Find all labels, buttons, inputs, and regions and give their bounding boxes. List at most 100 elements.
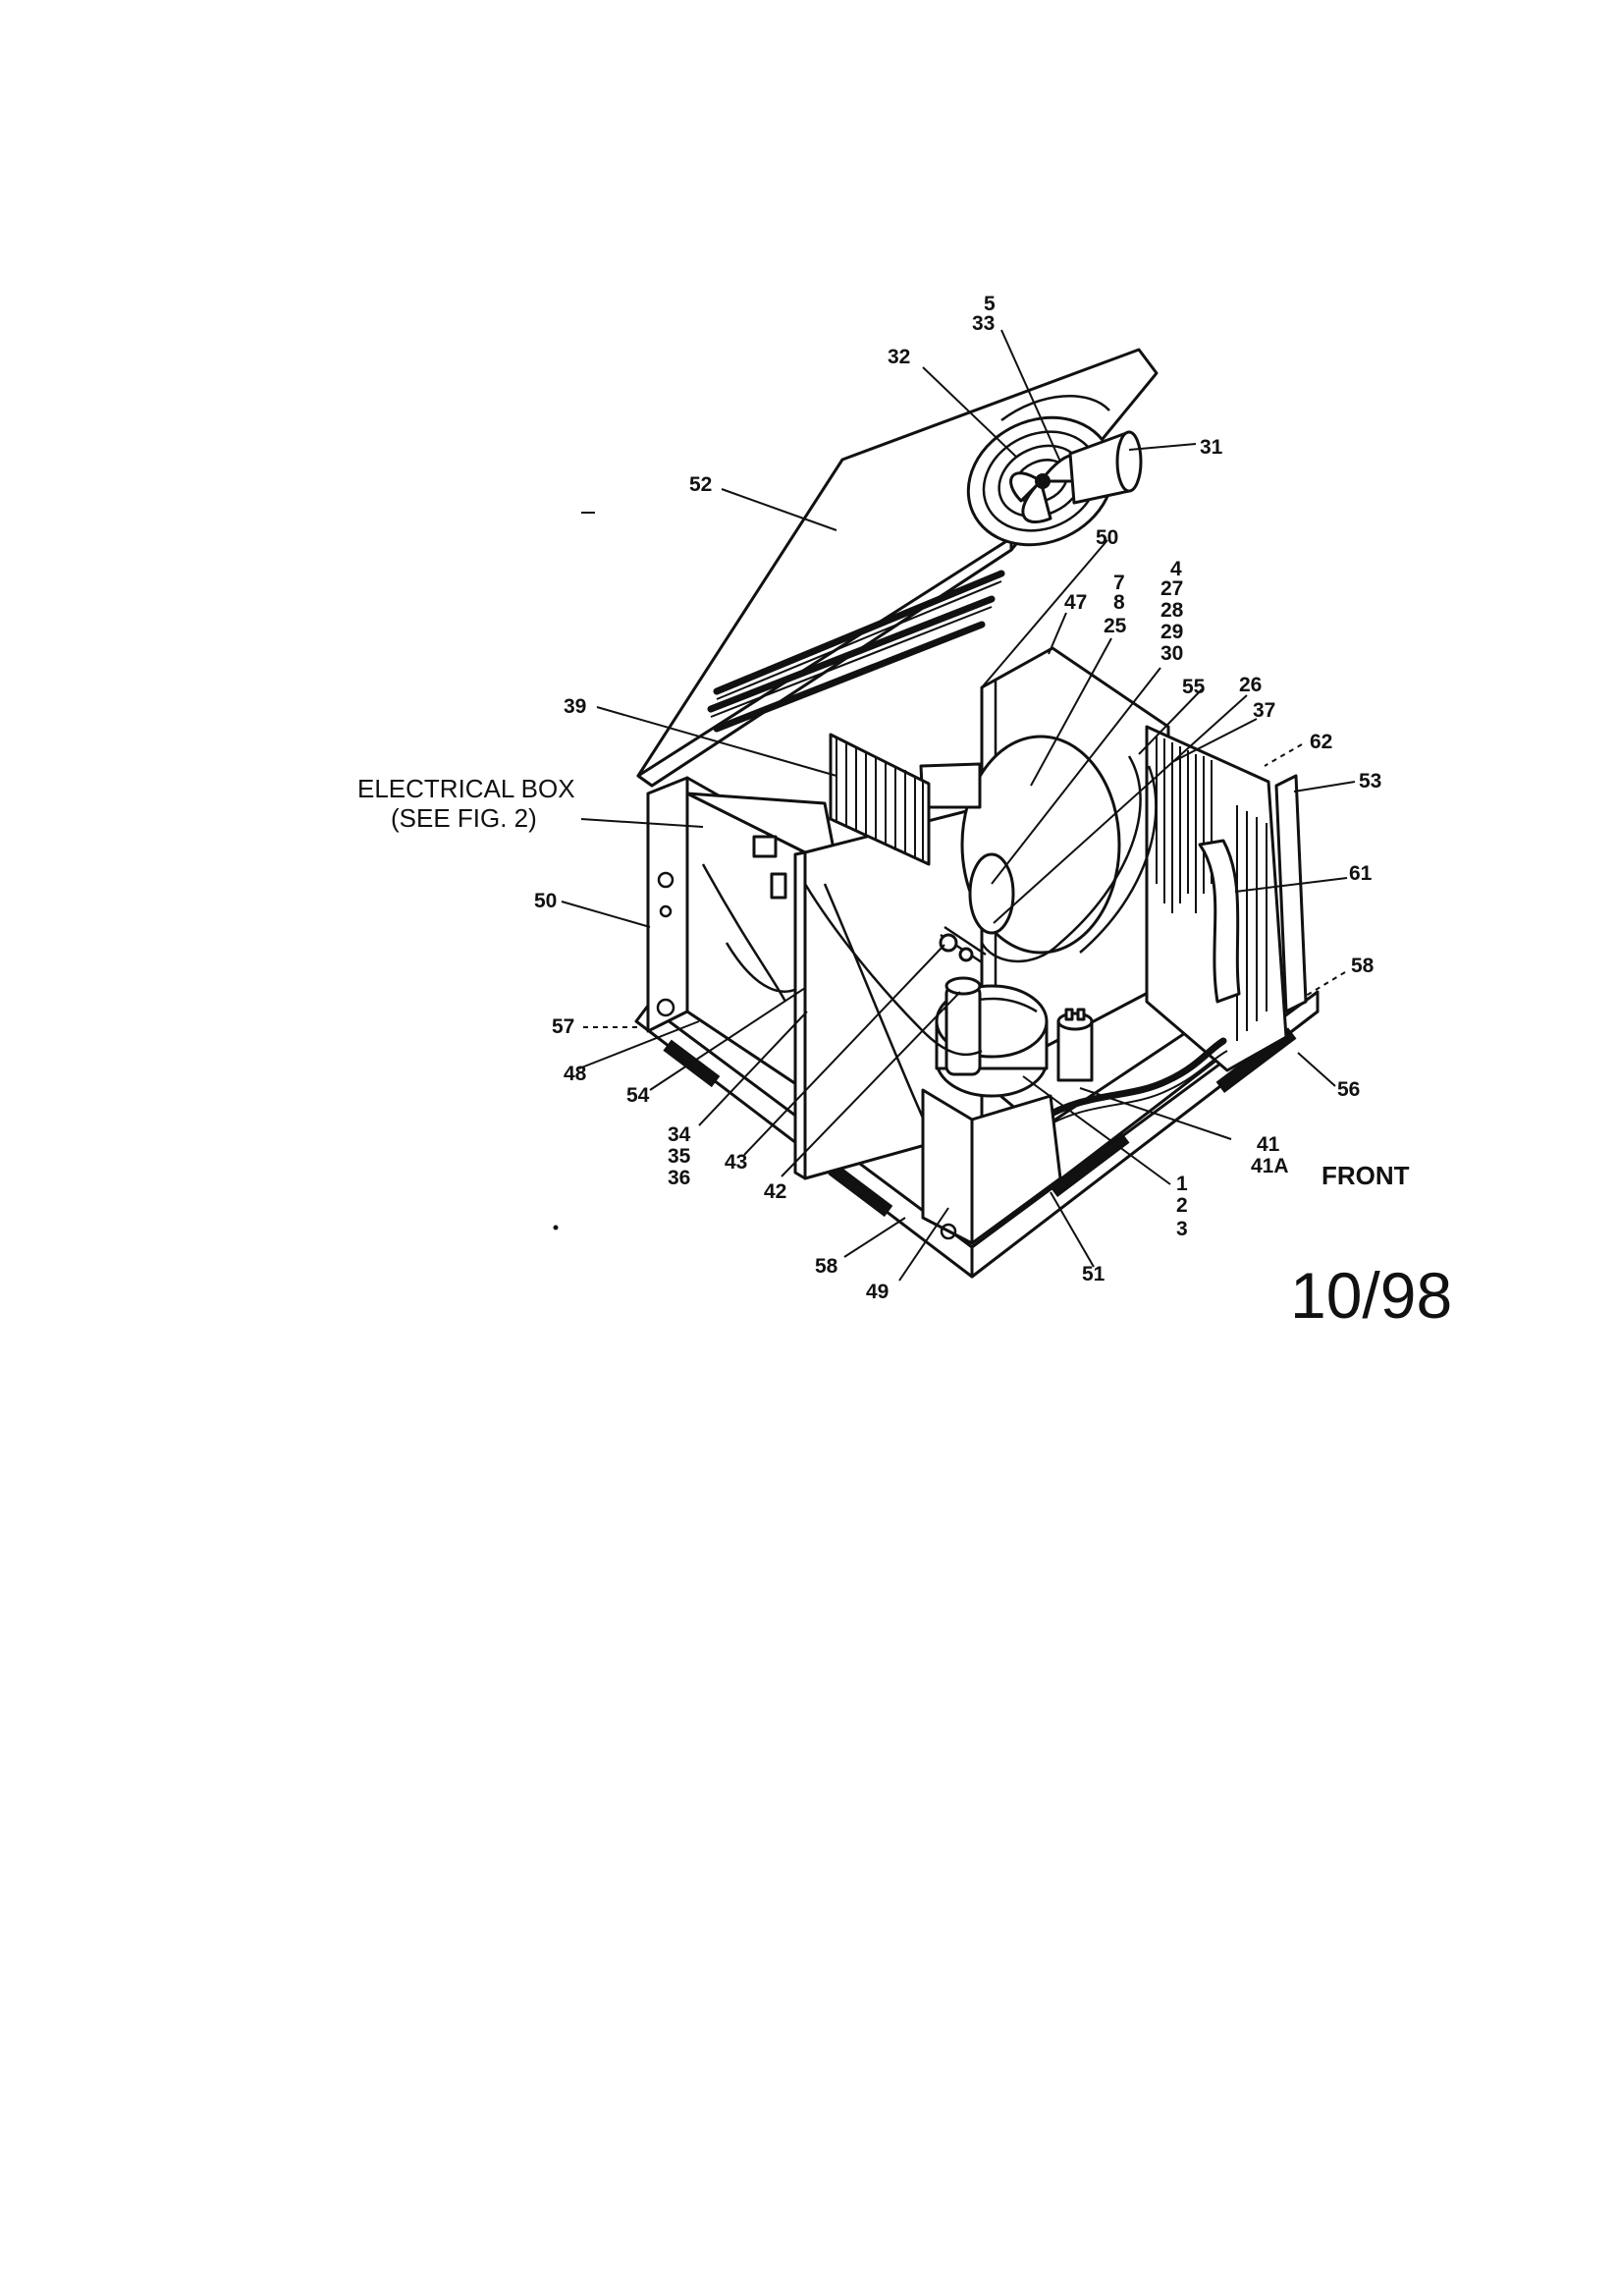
- callout-56: 56: [1337, 1078, 1360, 1101]
- leader-line: [1022, 1075, 1171, 1185]
- fan-blade: [1009, 471, 1043, 503]
- panel-hole: [940, 1223, 957, 1240]
- leader-line: [1050, 1191, 1095, 1268]
- callout-35: 35: [668, 1145, 691, 1168]
- accumulator-top: [944, 976, 982, 996]
- leader-line: [993, 694, 1248, 924]
- fan-motor-hub: [968, 852, 1015, 935]
- callout-58-right: 58: [1351, 955, 1375, 977]
- electrical-box-label: ELECTRICAL BOX: [357, 774, 575, 803]
- callout-labels: 5 33 32 31 52 50 4 7 27 47 8 28 25 29 30…: [357, 293, 1452, 1332]
- leader-line: [1030, 637, 1112, 787]
- callout-54: 54: [626, 1084, 650, 1107]
- callout-52: 52: [689, 473, 712, 496]
- leader-line: [743, 944, 945, 1156]
- unit-artwork: [634, 348, 1320, 1279]
- callout-28: 28: [1160, 599, 1184, 622]
- callout-42: 42: [764, 1180, 786, 1203]
- leader-line-dashed: [1264, 743, 1303, 767]
- leader-line: [843, 1217, 906, 1258]
- callout-47: 47: [1064, 591, 1087, 614]
- leader-line: [578, 1020, 700, 1069]
- callout-50-left: 50: [534, 890, 557, 912]
- leader-line: [1079, 1087, 1232, 1140]
- callout-39: 39: [564, 695, 586, 718]
- left-side-panel: [646, 776, 689, 1033]
- callout-57: 57: [552, 1015, 574, 1038]
- partition-edge: [793, 850, 807, 1180]
- callout-5: 5: [984, 293, 996, 315]
- callout-30: 30: [1160, 642, 1183, 665]
- cover-grille-slot: [707, 595, 996, 713]
- callout-2: 2: [1176, 1194, 1188, 1217]
- revision-date: 10/98: [1290, 1259, 1452, 1332]
- discharge-tubing: [1037, 1037, 1227, 1123]
- callout-41a: 41A: [1251, 1155, 1289, 1177]
- callout-7: 7: [1113, 572, 1125, 594]
- callout-43: 43: [725, 1151, 747, 1174]
- leader-lines: [561, 329, 1356, 1282]
- callout-27: 27: [1160, 577, 1183, 600]
- leader-line: [1171, 718, 1258, 763]
- leader-line: [1138, 688, 1203, 755]
- accumulator: [944, 984, 982, 1076]
- capacitor-top: [1056, 1011, 1094, 1031]
- fan-hub: [1035, 473, 1051, 489]
- cover-grille-slot: [713, 621, 986, 733]
- leader-line: [698, 1011, 808, 1126]
- evaporator-coil-fins: [1156, 737, 1267, 1041]
- wiring-loop: [803, 883, 983, 1057]
- callout-25: 25: [1104, 615, 1127, 637]
- leader-line: [981, 539, 1108, 688]
- leader-line: [781, 991, 961, 1177]
- discharge-tubing-edge: [1040, 1050, 1228, 1130]
- leader-line: [991, 667, 1161, 885]
- callout-55: 55: [1182, 676, 1206, 698]
- leader-line: [1293, 781, 1356, 793]
- callout-31: 31: [1200, 436, 1223, 459]
- leader-line: [561, 901, 651, 928]
- callout-48: 48: [564, 1063, 587, 1085]
- leader-line: [898, 1207, 949, 1282]
- leader-line: [1297, 1052, 1336, 1087]
- front-corner-panel-right: [970, 1094, 1062, 1245]
- front-label: FRONT: [1321, 1161, 1410, 1190]
- leader-line: [1000, 329, 1061, 463]
- capacitor-terminal: [1076, 1008, 1086, 1021]
- base-slot-front: [1049, 1131, 1130, 1197]
- fan-motor-end: [1115, 430, 1143, 493]
- leader-line: [649, 987, 806, 1091]
- panel-hole: [656, 998, 675, 1017]
- callout-4: 4: [1170, 558, 1182, 580]
- callout-29: 29: [1160, 621, 1183, 643]
- callout-8: 8: [1113, 591, 1125, 614]
- callout-34: 34: [668, 1123, 691, 1146]
- callout-3: 3: [1176, 1218, 1188, 1240]
- right-end-panel: [1274, 774, 1308, 1013]
- electrical-box-reference: (SEE FIG. 2): [391, 803, 537, 833]
- box-wire: [701, 863, 787, 1003]
- callout-62: 62: [1310, 731, 1332, 753]
- callout-41: 41: [1257, 1133, 1280, 1156]
- panel-hole: [659, 904, 673, 918]
- wiring-loop: [980, 755, 1142, 963]
- callout-32: 32: [888, 346, 910, 368]
- callout-61: 61: [1349, 862, 1373, 885]
- leader-line: [721, 488, 837, 531]
- leader-line: [1128, 443, 1197, 451]
- cover-grille-slot: [713, 570, 1005, 695]
- coil-curved-tube: [1198, 839, 1241, 1004]
- cover-grille-slot-edge: [716, 580, 1002, 700]
- scan-speck: [553, 1225, 559, 1230]
- leader-line: [1048, 612, 1067, 655]
- leader-line: [596, 706, 837, 777]
- service-valve: [939, 933, 958, 953]
- motor-mount: [1000, 395, 1110, 422]
- wiring-loop: [1079, 765, 1158, 954]
- service-valve-cap: [958, 947, 974, 962]
- callout-51: 51: [1082, 1263, 1106, 1285]
- leader-line: [1234, 877, 1348, 893]
- box-component: [752, 835, 778, 858]
- panel-hole: [657, 871, 674, 889]
